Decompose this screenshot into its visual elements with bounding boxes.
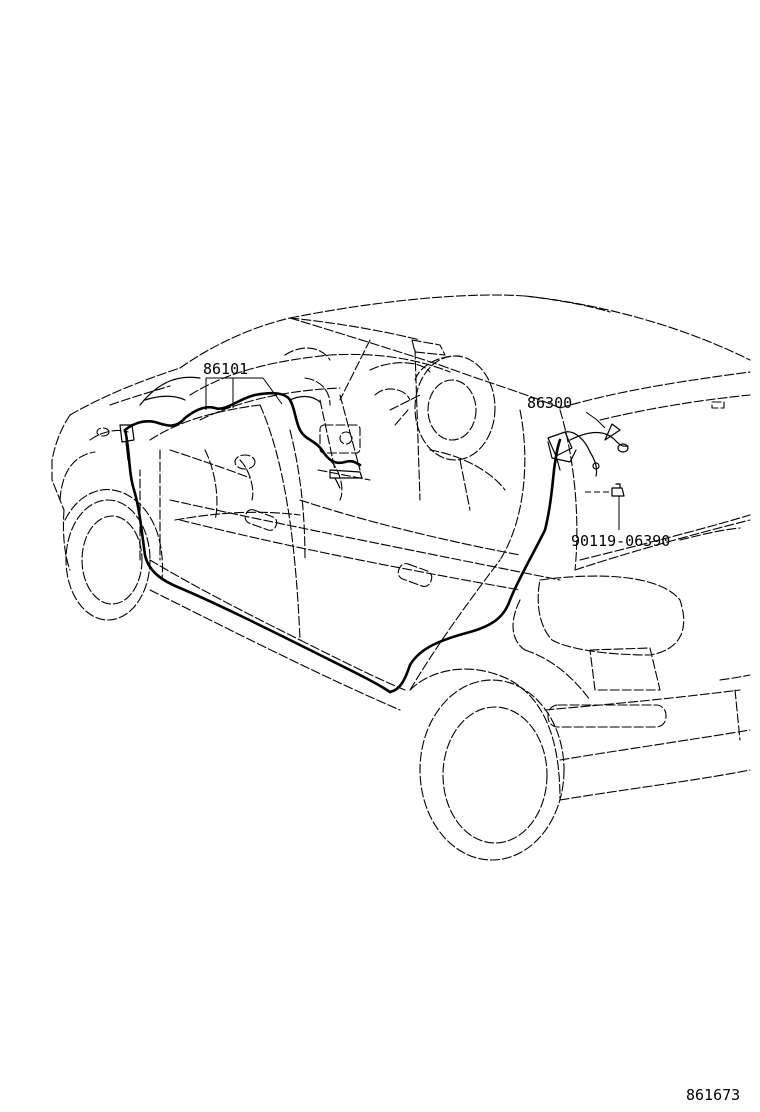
screw-90119-06390 xyxy=(585,483,625,530)
leader-lines xyxy=(205,377,606,429)
figure-number: 861673 xyxy=(686,1086,740,1104)
part-label-90119-06390: 90119-06390 xyxy=(571,532,670,550)
antenna-cord-harness xyxy=(119,376,562,694)
part-label-86300: 86300 xyxy=(527,394,572,412)
part-label-86101: 86101 xyxy=(203,360,248,378)
antenna-amplifier-86300 xyxy=(547,423,629,477)
interior-outline xyxy=(169,339,506,521)
car-body-outline xyxy=(51,294,751,861)
